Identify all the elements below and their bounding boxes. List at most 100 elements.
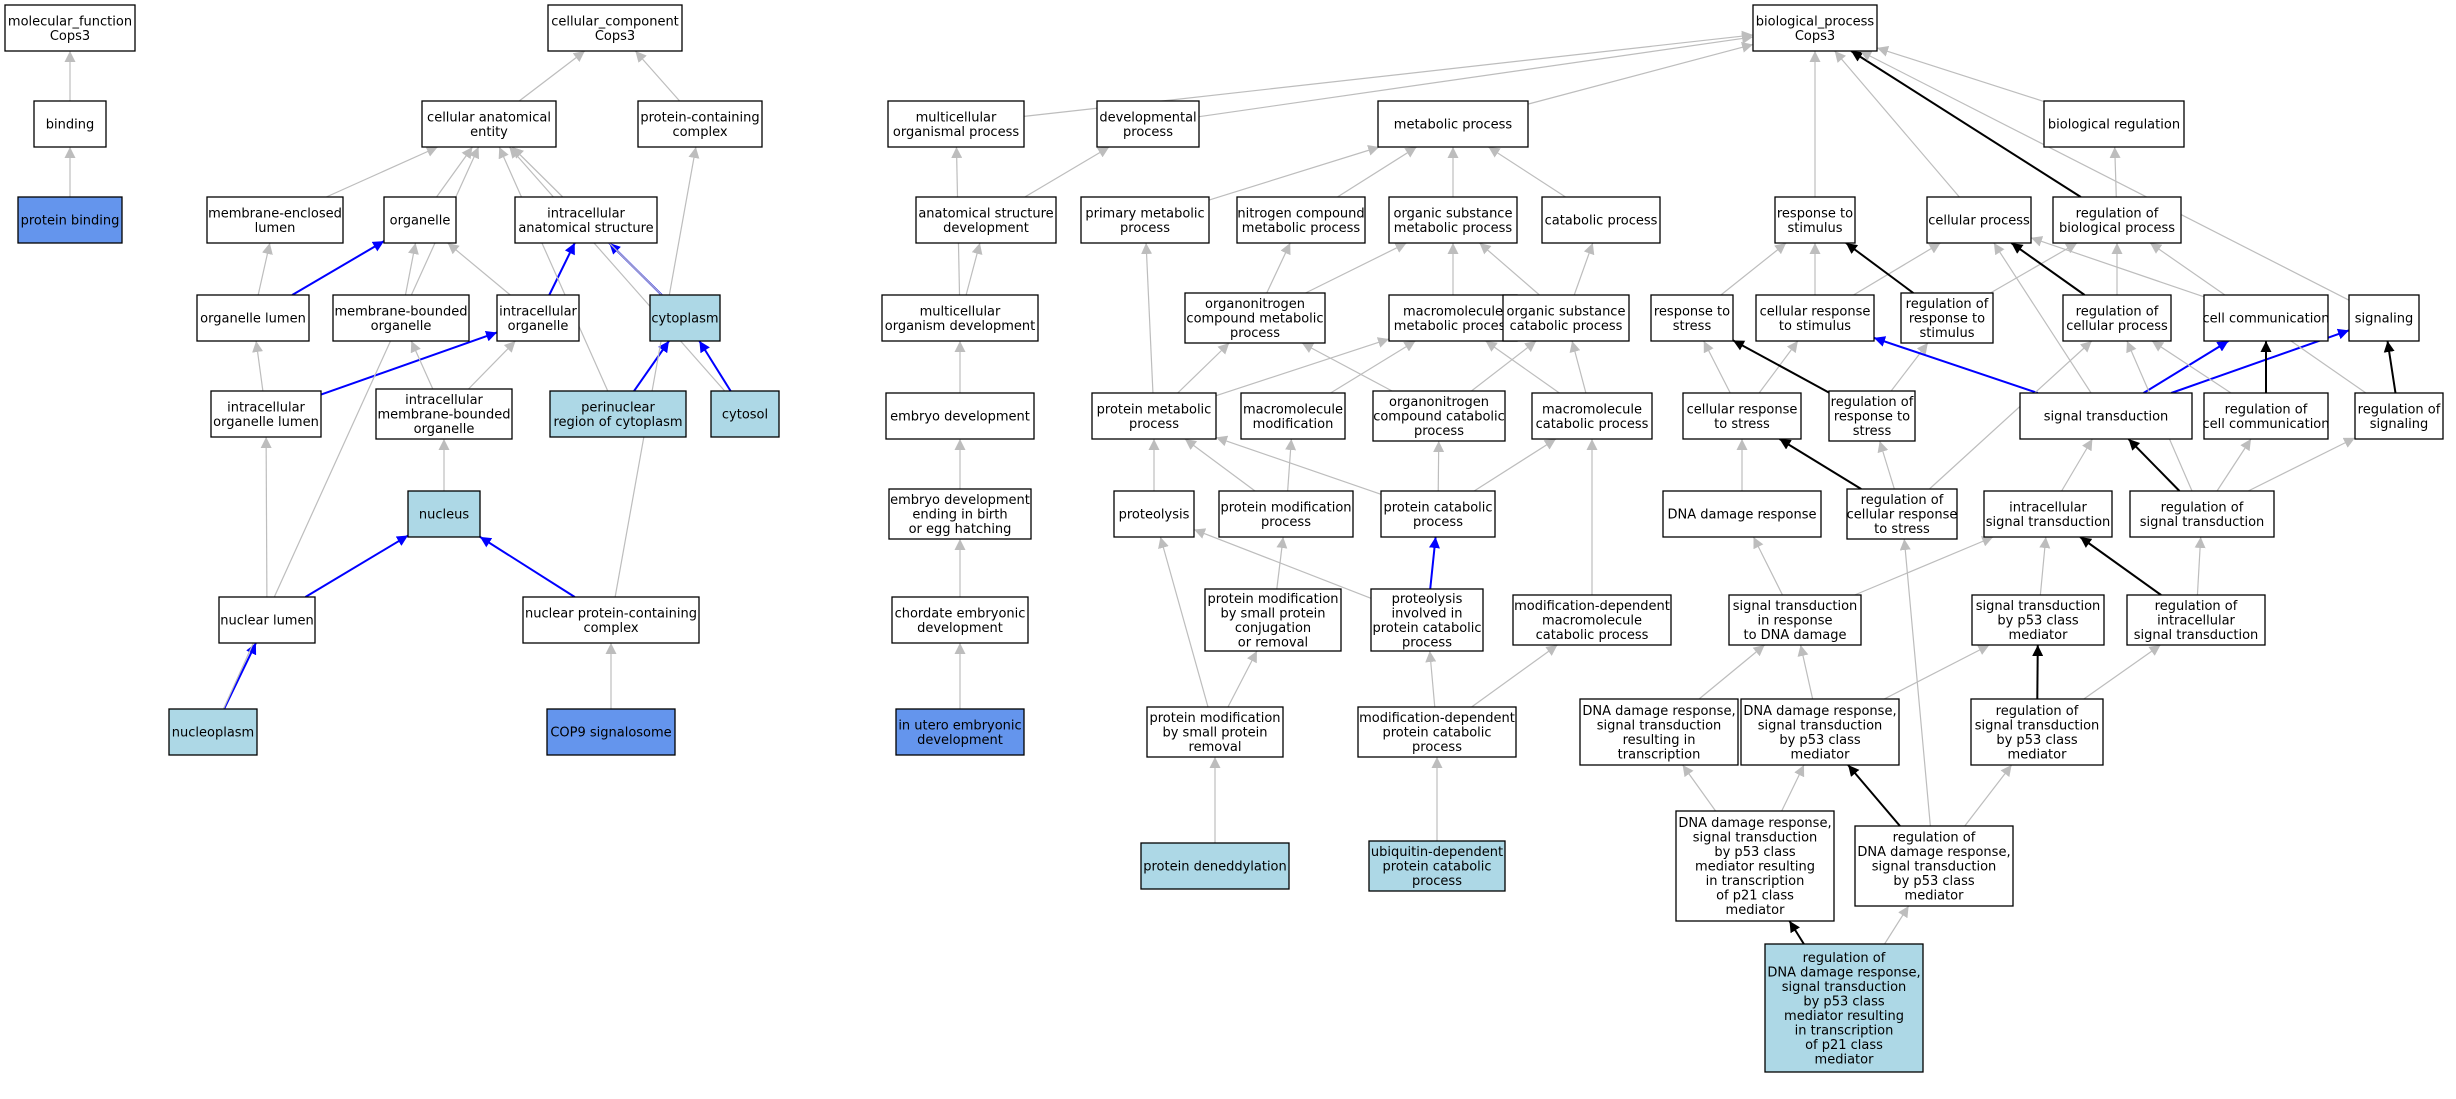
go-term-node[interactable]: nucleoplasm: [168, 708, 258, 756]
node-label-line: signal transduction: [2134, 628, 2259, 643]
go-term-node[interactable]: catabolic process: [1541, 196, 1661, 244]
go-term-node[interactable]: protein deneddylation: [1140, 842, 1290, 890]
node-label-line: signal transduction: [1975, 718, 2100, 733]
go-term-node[interactable]: signaling: [2348, 294, 2420, 342]
go-term-node[interactable]: organelle: [383, 196, 457, 244]
go-term-node[interactable]: nuclear lumen: [218, 596, 316, 644]
go-term-node[interactable]: protein binding: [17, 196, 123, 244]
node-label-line: or egg hatching: [909, 522, 1012, 537]
go-term-node[interactable]: nucleus: [407, 490, 481, 538]
node-label-line: signaling: [2370, 417, 2429, 432]
go-term-node[interactable]: binding: [33, 100, 107, 148]
node-label-line: by small protein: [1220, 606, 1325, 621]
go-term-node[interactable]: organelle lumen: [196, 294, 310, 342]
go-term-node[interactable]: DNA damage response,signal transductionb…: [1740, 698, 1900, 766]
node-label-line: cellular process: [1928, 214, 2030, 229]
node-box: [546, 708, 676, 756]
go-term-node[interactable]: embryo development: [885, 392, 1035, 440]
node-label-line: protein metabolic: [1097, 402, 1212, 417]
go-term-node[interactable]: metabolic process: [1377, 100, 1529, 148]
node-box: [885, 392, 1035, 440]
go-term-node[interactable]: DNA damage response,signal transductionb…: [1675, 810, 1835, 922]
node-box: [881, 294, 1039, 342]
go-term-node[interactable]: COP9 signalosome: [546, 708, 676, 756]
edge-occp-to-oscp: [1471, 340, 1537, 392]
go-term-node[interactable]: modification-dependentmacromoleculecatab…: [1512, 594, 1672, 646]
go-term-node[interactable]: DNA damage response,signal transductionr…: [1579, 698, 1739, 766]
node-box: [1755, 294, 1875, 342]
node-box: [549, 390, 687, 438]
node-box: [1091, 392, 1217, 440]
edge-imbo-to-io: [468, 340, 516, 390]
go-term-node[interactable]: cellular process: [1926, 196, 2032, 244]
go-term-node[interactable]: cytosol: [710, 390, 780, 438]
go-term-node[interactable]: DNA damage response: [1662, 490, 1822, 538]
go-term-node[interactable]: signal transduction: [2019, 392, 2193, 440]
go-term-node[interactable]: proteolysis: [1113, 490, 1195, 538]
go-term-node[interactable]: cytoplasm: [649, 294, 721, 342]
go-term-node[interactable]: biological regulation: [2043, 100, 2185, 148]
node-label-line: cytoplasm: [651, 312, 718, 327]
node-label-line: mediator: [2008, 747, 2068, 762]
go-term-node[interactable]: cell communication: [2202, 294, 2330, 342]
edge-strdna-to-ddr: [1752, 536, 1784, 596]
edge-nuclumen-to-iol: [260, 436, 272, 598]
